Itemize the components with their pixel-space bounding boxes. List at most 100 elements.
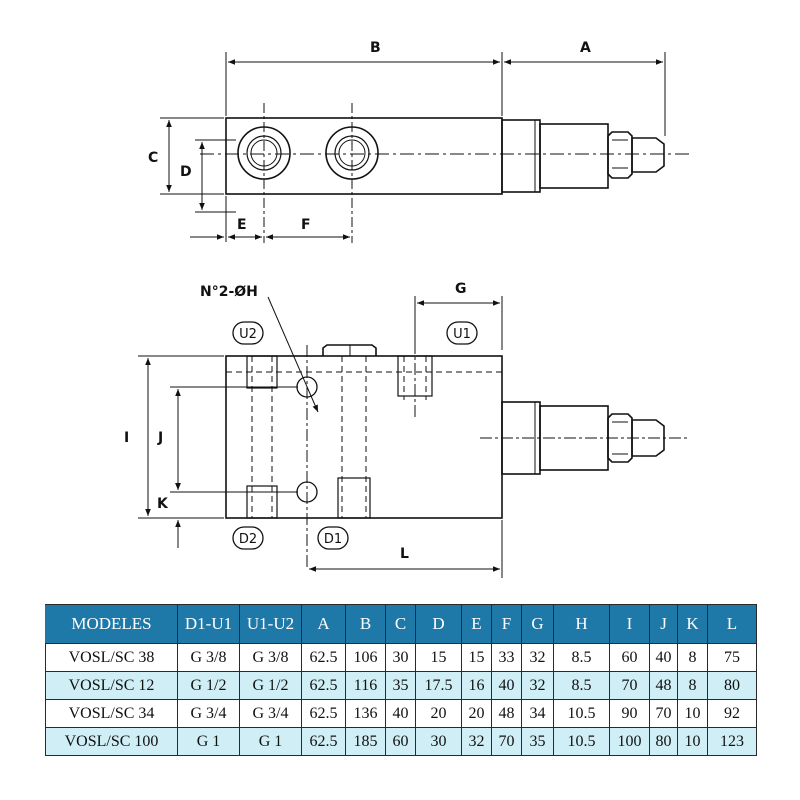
table-cell: 60 [385,727,416,756]
column-header: F [491,604,522,644]
port-labels: U2 U1 D2 D1 [232,321,478,550]
table-cell: G 1 [177,727,240,756]
table-cell: 62.5 [301,643,346,672]
table-cell: G 3/4 [239,699,302,728]
table-cell: 15 [415,643,462,672]
table-cell: G 1/2 [177,671,240,700]
table-cell: 32 [521,643,554,672]
dim-label-d: D [180,164,192,180]
column-header: G [521,604,554,644]
table-cell: 20 [415,699,462,728]
table-cell: 17.5 [415,671,462,700]
port-label-u1: U1 [453,327,471,342]
column-header: C [385,604,416,644]
table-cell: 70 [491,727,522,756]
column-header: U1-U2 [239,604,302,644]
table-cell: G 1/2 [239,671,302,700]
dim-label-k: K [157,496,169,512]
column-header: I [609,604,650,644]
table-cell: 16 [461,671,492,700]
table-cell: 30 [385,643,416,672]
table-cell: 100 [609,727,650,756]
top-port-left [237,103,291,243]
dim-label-g: G [455,281,467,297]
table-cell: 10 [677,727,708,756]
table-cell: 92 [707,699,757,728]
port-label-d1: D1 [324,532,342,547]
model-cell: VOSL/SC 12 [45,671,178,700]
table-cell: G 3/4 [177,699,240,728]
dim-label-a: A [580,40,591,56]
table-cell: 48 [649,671,678,700]
dim-label-l: L [400,546,409,562]
table-cell: 15 [461,643,492,672]
table-cell: 35 [521,727,554,756]
table-cell: 60 [609,643,650,672]
table-cell: 10 [677,699,708,728]
table-cell: 123 [707,727,757,756]
table-cell: 106 [345,643,386,672]
column-header: L [707,604,757,644]
column-header: MODELES [45,604,178,644]
top-view [200,103,690,243]
table-cell: 20 [461,699,492,728]
table-cell: 62.5 [301,727,346,756]
table-cell: 10.5 [553,727,610,756]
table-cell: 62.5 [301,671,346,700]
front-body [225,355,503,519]
table-cell: 136 [345,699,386,728]
dim-label-f: F [301,217,311,233]
column-header: K [677,604,708,644]
table-cell: 33 [491,643,522,672]
dim-label-c: C [148,150,158,166]
table-cell: 70 [609,671,650,700]
table-cell: 30 [415,727,462,756]
table-cell: 32 [461,727,492,756]
column-header: D [415,604,462,644]
table-cell: 90 [609,699,650,728]
column-header: B [345,604,386,644]
front-view [225,300,690,570]
table-cell: G 1 [239,727,302,756]
table-cell: 40 [491,671,522,700]
dim-label-b: B [370,40,381,56]
column-header: H [553,604,610,644]
table-cell: 80 [649,727,678,756]
table-cell: G 3/8 [177,643,240,672]
model-cell: VOSL/SC 34 [45,699,178,728]
table-cell: G 3/8 [239,643,302,672]
table-cell: 80 [707,671,757,700]
table-cell: 8 [677,643,708,672]
table-cell: 32 [521,671,554,700]
column-header: D1-U1 [177,604,240,644]
hole-callout: N°2-ØH [200,284,258,300]
technical-drawing: B A C D E F [124,40,690,578]
table-cell: 40 [649,643,678,672]
front-dimensions [138,296,503,578]
table-cell: 62.5 [301,699,346,728]
table-cell: 48 [491,699,522,728]
table-cell: 116 [345,671,386,700]
table-cell: 8.5 [553,671,610,700]
dim-label-e: E [237,217,247,233]
dim-label-j: J [157,430,163,446]
column-header: A [301,604,346,644]
table-cell: 10.5 [553,699,610,728]
dim-label-i: I [124,430,129,446]
port-label-d2: D2 [239,532,257,547]
table-cell: 40 [385,699,416,728]
top-port-right [325,103,379,243]
column-header: J [649,604,678,644]
top-dimensions [160,52,666,242]
table-cell: 75 [707,643,757,672]
table-cell: 70 [649,699,678,728]
top-cartridge [501,119,665,193]
model-cell: VOSL/SC 100 [45,727,178,756]
table-cell: 34 [521,699,554,728]
